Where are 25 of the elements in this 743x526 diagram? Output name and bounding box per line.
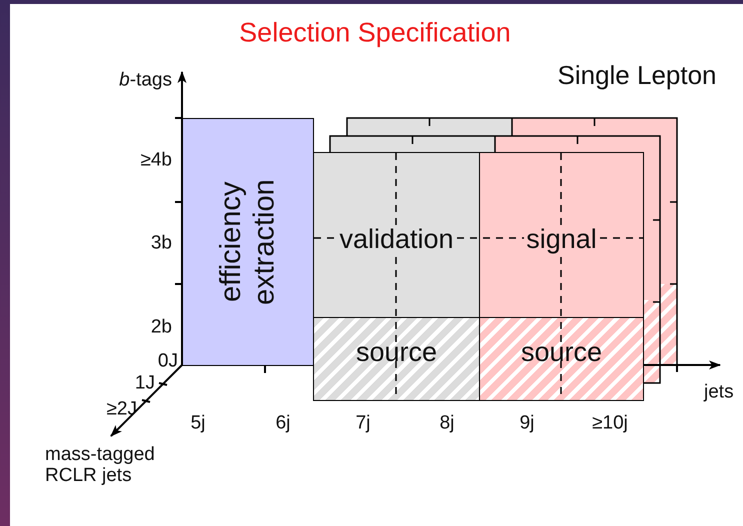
- tick-label: 3b: [150, 234, 172, 252]
- axis-label: mass-tagged RCLR jets: [45, 445, 156, 487]
- region-box: [479, 317, 644, 401]
- tick-label: ≥4b: [140, 150, 172, 170]
- region-box: [479, 152, 644, 318]
- tick-label: 9j: [520, 414, 534, 432]
- tick-label: 0J: [158, 352, 178, 370]
- region-label: source: [520, 338, 604, 366]
- region-label: efficiency extraction: [214, 178, 281, 307]
- axis-label: b-tags: [119, 70, 172, 90]
- tick-label: 1J: [134, 374, 155, 392]
- region-box: [313, 317, 480, 401]
- tick-label: 5j: [190, 414, 206, 432]
- axis-label: jets: [704, 382, 734, 402]
- channel-label: Single Lepton: [557, 62, 717, 88]
- tick-label: 6j: [276, 414, 290, 432]
- tick-label: 8j: [440, 414, 454, 432]
- region-box: [313, 152, 480, 318]
- region-label: source: [354, 338, 438, 366]
- tick-label: ≥10j: [592, 414, 628, 432]
- region-box: [182, 118, 314, 366]
- tick-label: ≥2J: [106, 400, 137, 418]
- tick-label: 2b: [150, 318, 172, 336]
- title: Selection Specification: [239, 20, 511, 46]
- tick-label: 7j: [356, 414, 370, 432]
